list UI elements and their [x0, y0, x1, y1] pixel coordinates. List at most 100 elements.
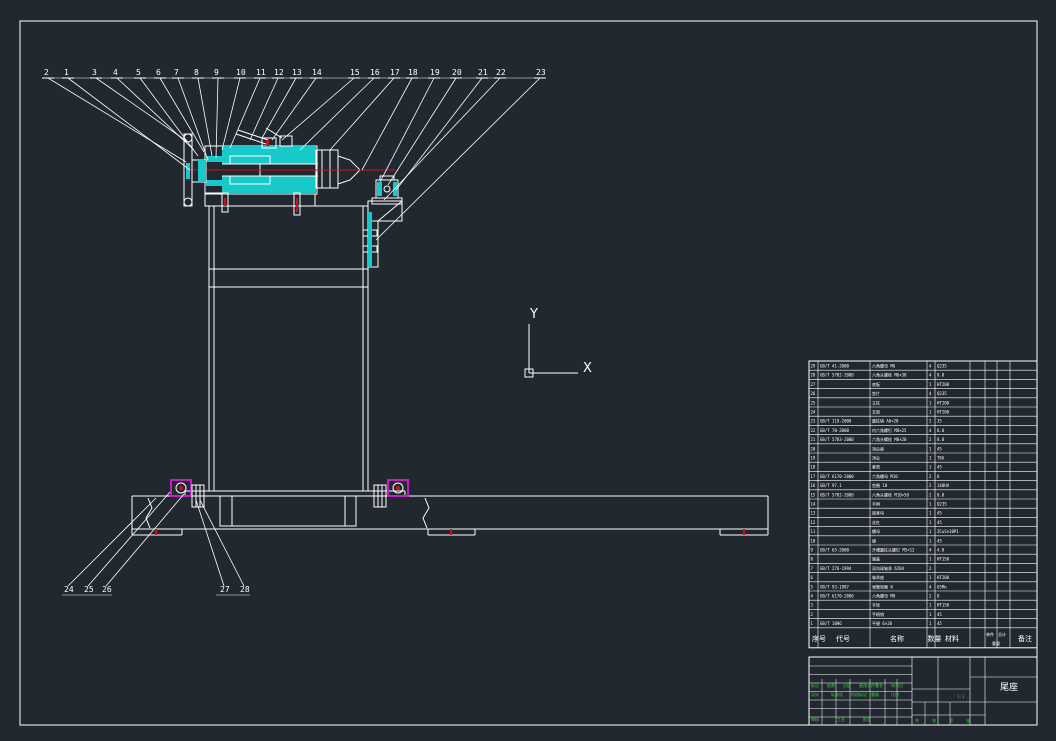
bom-cell: 14 — [811, 502, 816, 507]
bom-cell: 140HV — [937, 483, 950, 488]
bom-cell: 8.8 — [937, 437, 945, 442]
tb-label: 签名 — [875, 682, 883, 688]
bom-cell: GB/T 97.1 — [820, 483, 842, 488]
bracket-section — [368, 212, 372, 267]
bom-cell: GB/T 65-2000 — [820, 548, 849, 553]
tb-sheet: 张 — [932, 717, 936, 723]
bom-cell: 27 — [811, 382, 816, 387]
bom-cell: 1 — [811, 621, 814, 626]
leader-line — [177, 77, 209, 161]
bom-cell: 4 — [929, 584, 932, 589]
part-balloon: 16 — [370, 68, 380, 77]
tb-label: 设计 — [811, 691, 819, 697]
bom-cell: 1 — [929, 575, 932, 580]
tb-label: 比例 — [891, 691, 899, 697]
tb-label: 处数 — [827, 682, 835, 688]
bom-cell: GB/T 70-2000 — [820, 428, 849, 433]
part-balloon: 17 — [390, 68, 400, 77]
bom-cell: HT200 — [937, 575, 950, 580]
bom-cell: 20 — [811, 446, 816, 451]
bom-cell: 2 — [811, 612, 814, 617]
bom-cell: 1 — [929, 456, 932, 461]
bom-cell: 深沟球轴承 6204 — [872, 565, 905, 571]
leader-line — [299, 77, 375, 151]
bom-frame — [808, 360, 1038, 649]
bom-header: 数量 — [928, 634, 942, 643]
bom-cell: 19 — [811, 456, 816, 461]
bom-cell: 4 — [929, 364, 932, 369]
part-balloon: 11 — [256, 68, 266, 77]
bom-cell: GB/T 6170-2000 — [820, 474, 854, 479]
leader-line — [249, 77, 279, 141]
bom-cell: 1 — [929, 511, 932, 516]
tb-label: 分区 — [843, 682, 851, 688]
bom-header: 重量 — [992, 640, 1000, 646]
bom-cell: 垫片 — [872, 390, 880, 396]
bom-cell: 45 — [937, 612, 942, 617]
bom-cell: HT150 — [937, 557, 950, 562]
tb-sheet: 第 — [949, 717, 953, 723]
bom-cell: 1 — [929, 621, 932, 626]
bom-cell: GB/T 41-2000 — [820, 364, 849, 369]
base-bolts — [191, 484, 387, 508]
tailstock-bore — [222, 155, 318, 185]
bom-cell: 23 — [811, 419, 816, 424]
bom-header: 代号 — [836, 634, 850, 643]
axis-x-label: X — [583, 361, 592, 376]
ucs-axis-icon — [524, 324, 578, 378]
tb-label: 批准 — [863, 716, 871, 722]
leader-line — [329, 77, 395, 151]
bom-cell: GB/T 1096 — [820, 621, 842, 626]
leader-line — [67, 77, 191, 171]
leader-line — [221, 77, 241, 151]
bom-cell: 11 — [811, 529, 816, 534]
tb-label: 阶段标记 — [851, 691, 867, 697]
bom-cell: 六角头螺栓 M6×30 — [872, 372, 907, 378]
bom-cell: GB/T 5782-2000 — [820, 373, 854, 378]
leader-line — [383, 77, 501, 201]
part-balloon: 13 — [292, 68, 302, 77]
bom-cell: T8A — [937, 456, 945, 461]
tb-label: 年月日 — [891, 682, 903, 688]
bom-cell: 8.8 — [937, 373, 945, 378]
bom-cell: 1 — [929, 520, 932, 525]
bom-cell: 1 — [929, 382, 932, 387]
bom-cell: 9 — [811, 548, 814, 553]
clamp-handle — [235, 127, 293, 149]
part-balloon: 7 — [174, 68, 179, 77]
leader-line — [229, 77, 261, 149]
bom-cell: HT200 — [937, 410, 950, 415]
bom-cell: 弹簧垫圈 8 — [872, 583, 893, 589]
bom-cell: HT200 — [937, 400, 950, 405]
bom-cell: 六角螺母 M10 — [872, 473, 898, 479]
bom-cell: 45 — [937, 520, 942, 525]
tb-scale: 1:1 — [957, 694, 965, 699]
bom-cell: 8 — [937, 594, 940, 599]
bom-cell: 18 — [811, 465, 816, 470]
leader-line — [159, 77, 205, 153]
bom-cell: 1 — [929, 538, 932, 543]
bom-cell: 8.8 — [937, 492, 945, 497]
bom-cell: HT200 — [937, 382, 950, 387]
bom-cell: 8.8 — [937, 428, 945, 433]
bom-cell: 28 — [811, 373, 816, 378]
bom-cell: 10 — [811, 538, 816, 543]
bom-cell: 3 — [811, 603, 814, 608]
bom-cell: 支架 — [872, 409, 880, 415]
leader-line — [197, 77, 213, 157]
part-balloon: 4 — [113, 68, 118, 77]
bom-cell: GB/T 6170-2000 — [820, 594, 854, 599]
bom-cell: 26 — [811, 391, 816, 396]
support-column — [204, 192, 369, 492]
bom-cell: 25 — [811, 400, 816, 405]
bom-cell: 顶尖 — [872, 455, 880, 461]
part-balloon: 27 — [220, 585, 230, 594]
bom-cell: 丝杠 — [872, 519, 880, 525]
part-balloon: 21 — [478, 68, 488, 77]
bom-cell: 平键 6×20 — [872, 620, 893, 626]
leader-line — [47, 77, 187, 163]
clamp-handle-highlight — [266, 140, 269, 146]
bom-cell: 4 — [811, 594, 814, 599]
